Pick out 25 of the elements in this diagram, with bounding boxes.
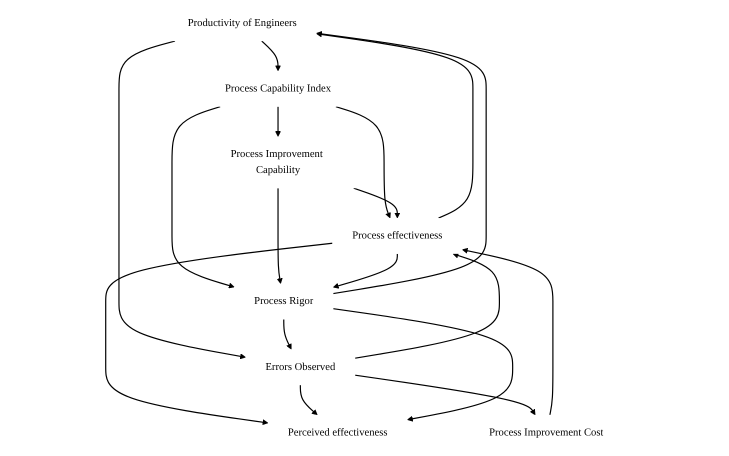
node-text: Process Rigor bbox=[254, 296, 314, 307]
arrow bbox=[275, 106, 281, 137]
node-text: Perceived effectiveness bbox=[288, 426, 388, 438]
node-text: Process Improvement Capability bbox=[230, 148, 323, 176]
arrow bbox=[171, 106, 235, 288]
arrow bbox=[261, 40, 281, 72]
arrow bbox=[316, 32, 474, 219]
arrow bbox=[336, 106, 391, 218]
arrow bbox=[354, 188, 400, 218]
arrow bbox=[355, 374, 536, 416]
arrow bbox=[118, 40, 246, 360]
arrow bbox=[300, 385, 318, 416]
node-text: Process effectiveness bbox=[352, 230, 442, 242]
node-text: Process Capability Index bbox=[225, 82, 332, 94]
arrow bbox=[283, 319, 292, 350]
arrow bbox=[355, 252, 500, 359]
arrow bbox=[105, 242, 332, 426]
arrow bbox=[462, 248, 554, 416]
node-text: Errors Observed bbox=[265, 361, 336, 372]
node-text: Process Improvement Cost bbox=[489, 426, 604, 438]
arrow bbox=[316, 31, 487, 294]
arrow bbox=[333, 254, 398, 289]
arrow bbox=[333, 308, 514, 422]
arrow bbox=[276, 188, 283, 284]
node-text: Productivity of Engineers bbox=[188, 17, 297, 28]
